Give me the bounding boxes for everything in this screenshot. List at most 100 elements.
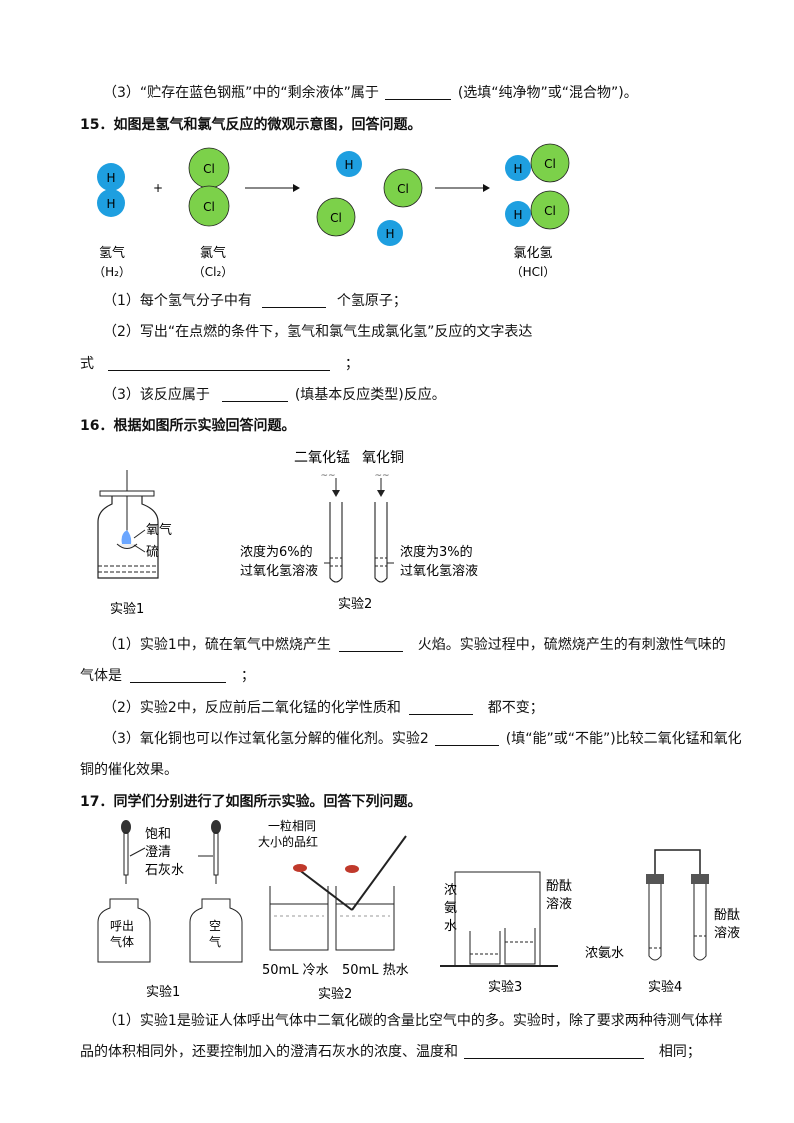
h-atom <box>336 151 362 177</box>
svg-text:Cl: Cl <box>203 162 215 176</box>
q16-part3-cont: 铜的催化效果。 <box>80 762 178 778</box>
cl-atom <box>316 197 356 237</box>
svg-text:呼出: 呼出 <box>110 919 134 933</box>
flame-icon <box>121 530 132 544</box>
svg-text:酚酞: 酚酞 <box>546 879 572 894</box>
svg-text:溶液: 溶液 <box>546 897 572 912</box>
exp3-bell-jar: 浓 氨 水 酚酞 溶液 实验3 <box>440 871 572 995</box>
cl-atom <box>383 168 423 208</box>
exp2-beakers: 一粒相同 大小的品红 50mL 冷水 50mL 热水 实验2 <box>258 818 409 1002</box>
hcl-molecules: H Cl H Cl <box>505 143 570 230</box>
formula-cl2: （Cl₂） <box>193 265 234 279</box>
cl-atom <box>530 143 570 183</box>
q16-part1: （1）实验1中，硫在氧气中燃烧产生 火焰。实验过程中，硫燃烧产生的有刺激性气味的 <box>103 637 726 653</box>
label-left-conc: 浓度为6%的 <box>240 544 313 560</box>
answer-blank[interactable] <box>262 293 327 308</box>
label-mno2: 二氧化锰 <box>294 450 350 466</box>
svg-text:氨: 氨 <box>444 901 457 916</box>
svg-text:Cl: Cl <box>203 200 215 214</box>
q15-molecule-diagram: H H + Cl Cl H Cl Cl H H Cl H Cl 氢气 （H₂） … <box>93 143 570 279</box>
answer-blank[interactable] <box>385 85 452 100</box>
svg-text:Cl: Cl <box>330 211 342 225</box>
answer-blank[interactable] <box>222 387 289 402</box>
answer-blank[interactable] <box>339 637 404 652</box>
label-cl2: 氯气 <box>200 245 226 261</box>
svg-text:空: 空 <box>209 919 221 933</box>
svg-text:气体: 气体 <box>110 934 134 949</box>
svg-text:H: H <box>106 171 115 185</box>
q14-part3-tail: (选填“纯净物”或“混合物”)。 <box>457 85 638 101</box>
svg-text:酚酞: 酚酞 <box>714 908 740 923</box>
svg-text:H: H <box>106 197 115 211</box>
q17-part1-cont: 品的体积相同外，还要控制加入的澄清石灰水的浓度、温度和 相同； <box>80 1044 701 1060</box>
q15-part2-cont: 式 ； <box>80 356 359 372</box>
label-oxygen: 氧气 <box>146 522 172 538</box>
q15-part3: （3）该反应属于 (填基本反应类型)反应。 <box>103 387 446 403</box>
q15-part2: （2）写出“在点燃的条件下，氢气和氯气生成氯化氢”反应的文字表达 <box>103 324 533 340</box>
h2-molecule: H H <box>97 163 125 217</box>
q17-experiment-figure: 饱和 澄清 石灰水 呼出 气体 空 气 实验1 一粒相同 大小的品红 50mL … <box>97 818 740 1002</box>
label-right-solution: 过氧化氢溶液 <box>400 564 478 579</box>
separated-atoms: H Cl Cl H <box>316 151 423 246</box>
q16-part3: （3）氧化铜也可以作过氧化氢分解的催化剂。实验2 (填“能”或“不能”)比较二氧… <box>103 731 742 747</box>
svg-text:~~: ~~ <box>320 471 335 481</box>
formula-h2: （H₂） <box>93 265 131 279</box>
q14-part3: （3）“贮存在蓝色钢瓶”中的“剩余液体”属于 (选填“纯净物”或“混合物”)。 <box>103 82 638 102</box>
cl-atom <box>530 190 570 230</box>
q17-title: 17．同学们分别进行了如图所示实验。回答下列问题。 <box>80 794 422 810</box>
q16-part2: （2）实验2中，反应前后二氧化锰的化学性质和 都不变； <box>103 700 544 716</box>
label-hcl: 氯化氢 <box>513 246 552 261</box>
svg-text:浓: 浓 <box>444 883 457 898</box>
gas-jar: 氧气 硫 实验1 <box>97 470 172 617</box>
cl-atom <box>188 185 230 227</box>
h-atom <box>377 220 403 246</box>
q15-title: 15．如图是氢气和氯气反应的微观示意图，回答问题。 <box>80 117 422 133</box>
q17-part1: （1）实验1是验证人体呼出气体中二氧化碳的含量比空气中的多。实验时，除了要求两种… <box>103 1013 723 1029</box>
svg-text:大小的品红: 大小的品红 <box>258 834 318 849</box>
svg-text:水: 水 <box>444 919 457 934</box>
test-tubes: 二氧化锰 氧化铜 ~~ ~~ 浓度为6%的 过氧化氢溶液 浓度为3%的 过氧化氢… <box>240 450 478 612</box>
q16-title: 16．根据如图所示实验回答问题。 <box>80 418 296 434</box>
answer-blank[interactable] <box>435 731 500 746</box>
label-lime: 饱和 <box>145 827 171 842</box>
svg-text:溶液: 溶液 <box>714 926 740 941</box>
q14-part3-text: （3）“贮存在蓝色钢瓶”中的“剩余液体”属于 <box>103 85 379 101</box>
svg-text:Cl: Cl <box>397 182 409 196</box>
exp4-test-tubes: 浓氨水 酚酞 溶液 实验4 <box>585 849 740 995</box>
answer-blank[interactable] <box>409 700 474 715</box>
label-h2: 氢气 <box>99 245 125 261</box>
svg-text:H: H <box>513 208 522 222</box>
svg-text:Cl: Cl <box>544 204 556 218</box>
label-exp3: 实验3 <box>488 979 522 995</box>
label-exp2: 实验2 <box>338 596 372 612</box>
svg-text:气: 气 <box>209 934 221 949</box>
q15-part1: （1）每个氢气分子中有 个氢原子； <box>103 293 407 309</box>
label-hot-water: 50mL 热水 <box>342 963 409 978</box>
label-right-conc: 浓度为3%的 <box>400 544 473 560</box>
h-atom <box>97 189 125 217</box>
q16-experiment-figure: 氧气 硫 实验1 二氧化锰 氧化铜 ~~ ~~ 浓度为6%的 过氧化氢溶液 浓度… <box>97 450 478 617</box>
svg-text:石灰水: 石灰水 <box>145 863 184 878</box>
h-atom <box>505 201 531 227</box>
label-cuo: 氧化铜 <box>362 450 404 466</box>
answer-blank[interactable] <box>108 356 331 371</box>
svg-text:~~: ~~ <box>374 471 389 481</box>
label-sulfur: 硫 <box>146 545 159 560</box>
answer-blank[interactable] <box>130 668 227 683</box>
formula-hcl: （HCl） <box>511 265 556 279</box>
label-exp1: 实验1 <box>146 984 180 1000</box>
svg-text:澄清: 澄清 <box>145 845 171 860</box>
label-left-solution: 过氧化氢溶液 <box>240 564 318 579</box>
exp1-droppers-bottles: 饱和 澄清 石灰水 呼出 气体 空 气 实验1 <box>97 820 243 1000</box>
label-dye: 一粒相同 <box>268 818 316 833</box>
h-atom <box>97 163 125 191</box>
cl2-molecule: Cl Cl <box>188 147 230 227</box>
label-cold-water: 50mL 冷水 <box>262 963 329 978</box>
answer-blank[interactable] <box>464 1044 645 1059</box>
svg-text:H: H <box>513 162 522 176</box>
label-exp1: 实验1 <box>110 601 144 617</box>
plus-sign: + <box>153 181 163 195</box>
svg-text:H: H <box>385 227 394 241</box>
label-exp4: 实验4 <box>648 979 682 995</box>
q16-part1-cont: 气体是 ； <box>80 668 255 684</box>
